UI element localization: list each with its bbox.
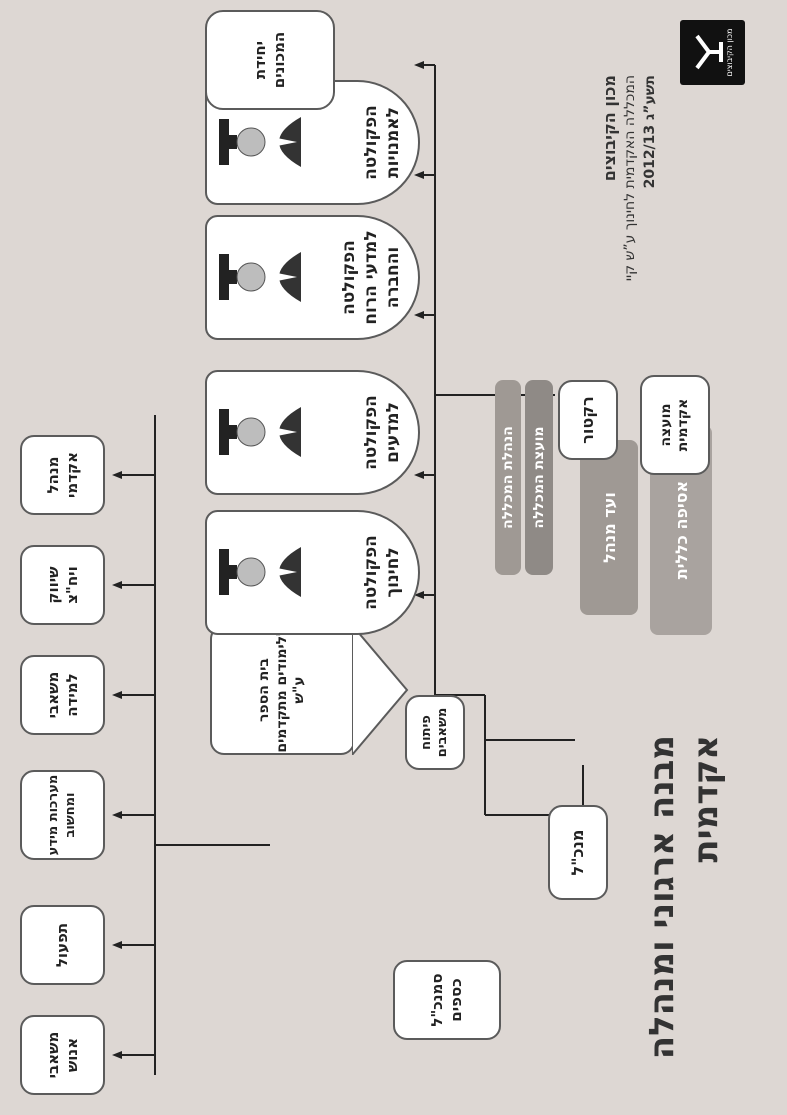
institutes-unit-label: יחידת המכונים xyxy=(251,31,288,89)
academic-council-box: מועצה אקדמית xyxy=(640,375,710,475)
general-assembly-label: אסיפה כללית xyxy=(671,480,691,580)
logo-caption: מכון הקיבוצים xyxy=(725,28,734,77)
marketing-box: שיווק ויח"צ xyxy=(20,545,105,625)
rector-label: רקטור xyxy=(578,396,597,444)
resource-development-label: פיתוח משאבים xyxy=(418,707,450,758)
it-box: מערכות מידע ומחשוב xyxy=(20,770,105,860)
college-management-box: הנהלת המכללה xyxy=(495,380,521,575)
graduate-school-card: בית הספר ללימודים מתקדמים ע"ש xyxy=(210,625,355,755)
graduate-school-triangle xyxy=(352,625,409,755)
college-council-label: מועצת המכללה xyxy=(531,426,547,529)
academic-admin-label: מנהל אקדמי xyxy=(43,451,81,499)
college-council-box: מועצת המכללה xyxy=(525,380,553,575)
graduate-icon xyxy=(219,547,301,598)
graduate-icon xyxy=(219,407,301,458)
it-label: מערכות מידע ומחשוב xyxy=(46,774,78,856)
graduate-school-label: בית הספר ללימודים מתקדמים ע"ש xyxy=(256,627,308,753)
marketing-label: שיווק ויח"צ xyxy=(43,566,81,604)
board-box: ועד מנהל xyxy=(580,440,638,615)
faculty-education-label: הפקולטה לחינוך xyxy=(360,535,403,610)
graduate-school-box: בית הספר ללימודים מתקדמים ע"ש xyxy=(210,625,410,755)
institution-name: מכון הקיבוצים xyxy=(600,75,619,182)
cfo-box: סמנכ"ל כספים xyxy=(393,960,501,1040)
faculty-arts: הפקולטה לאמנויות xyxy=(205,80,420,205)
operations-box: תפעול xyxy=(20,905,105,985)
page-title: מבנה ארגוני ומנהלה אקדמית xyxy=(640,735,728,1085)
graduate-icon xyxy=(219,117,301,168)
faculty-sciences: הפקולטה למדעים xyxy=(205,370,420,495)
graduate-icon xyxy=(219,252,301,303)
hr-box: משאבי אנוש xyxy=(20,1015,105,1095)
resource-development-box: פיתוח משאבים xyxy=(405,695,465,770)
institution-year: תשע”ג 2012/13 xyxy=(642,75,658,189)
faculty-education: הפקולטה לחינוך xyxy=(205,510,420,635)
institution-subtitle: המכללה האקדמית לחינוך ע”ש קיי xyxy=(622,75,638,282)
institutes-unit-box: יחידת המכונים xyxy=(205,10,335,110)
faculty-humanities: הפקולטה למדעי הרוח והחברה xyxy=(205,215,420,340)
rector-box: רקטור xyxy=(558,380,618,460)
logo-icon xyxy=(695,35,723,70)
faculty-sciences-label: הפקולטה למדעים xyxy=(360,395,403,470)
college-management-label: הנהלת המכללה xyxy=(500,426,516,529)
hr-label: משאבי אנוש xyxy=(43,1031,81,1079)
learning-resources-box: משאבי למידה xyxy=(20,655,105,735)
cfo-label: סמנכ"ל כספים xyxy=(428,973,465,1027)
institution-logo: מכון הקיבוצים xyxy=(680,20,745,85)
faculty-arts-label: הפקולטה לאמנויות xyxy=(360,105,403,180)
title-line-2: אקדמית xyxy=(686,735,726,863)
board-label: ועד מנהל xyxy=(599,492,619,563)
title-line-1: מבנה ארגוני ומנהלה xyxy=(642,735,682,1060)
learning-resources-label: משאבי למידה xyxy=(43,671,81,719)
director-general-box: מנכ"ל xyxy=(548,805,608,900)
director-general-label: מנכ"ל xyxy=(568,829,587,876)
operations-label: תפעול xyxy=(53,922,72,968)
academic-council-label: מועצה אקדמית xyxy=(657,398,692,452)
academic-admin-box: מנהל אקדמי xyxy=(20,435,105,515)
institution-info: מכון הקיבוצים המכללה האקדמית לחינוך ע”ש … xyxy=(600,75,660,295)
faculty-humanities-label: הפקולטה למדעי הרוח והחברה xyxy=(338,230,403,325)
